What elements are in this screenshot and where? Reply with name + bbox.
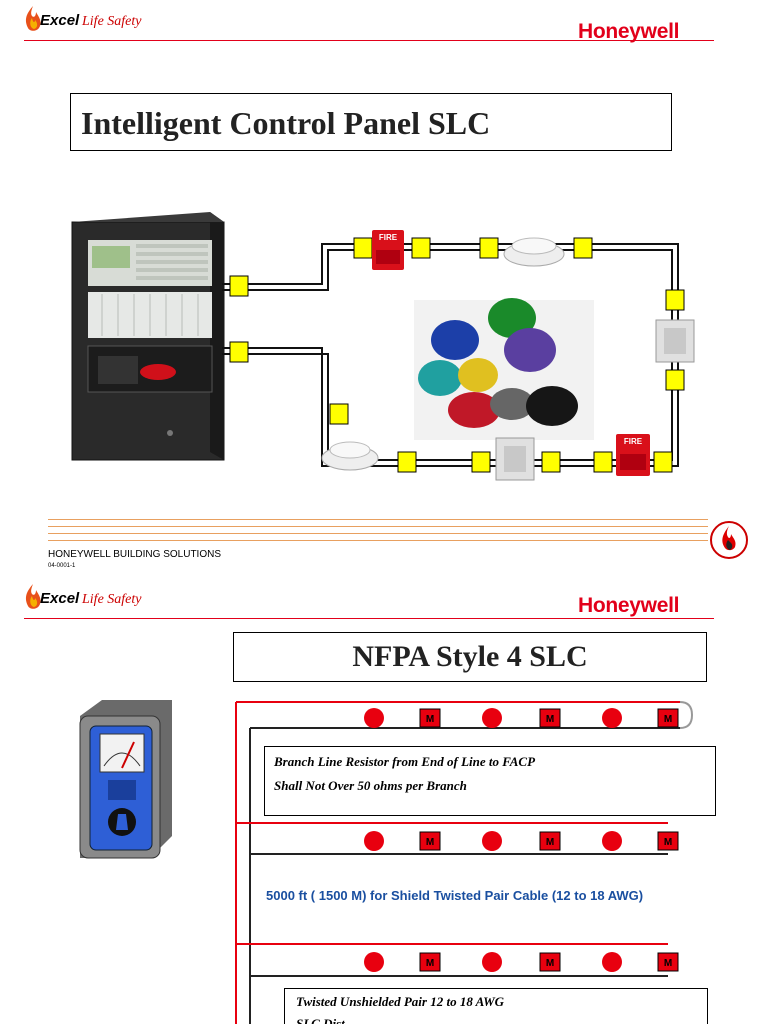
module-label: M — [426, 958, 434, 969]
footer-line-1 — [48, 519, 708, 520]
module-label: M — [664, 958, 672, 969]
smoke-detector-bottom-icon — [321, 441, 379, 471]
module-label: M — [546, 837, 554, 848]
footer-company: HONEYWELL BUILDING SOLUTIONS — [48, 549, 221, 560]
module-label: M — [426, 837, 434, 848]
smoke-detector-icon — [503, 237, 565, 267]
page-title: NFPA Style 4 SLC — [233, 632, 707, 682]
footer-line-2 — [48, 526, 708, 527]
slide-2: Excel Life Safety Honeywell NFPA Style 4… — [0, 578, 768, 1024]
excel-logo: Excel Life Safety — [20, 582, 170, 614]
monitor-module-icon — [655, 319, 695, 363]
device-row-2 — [364, 831, 679, 851]
style4-wiring-diagram: M M M M M M M M M — [235, 701, 694, 1024]
footer-line-3 — [48, 533, 708, 534]
honeywell-logo: Honeywell — [578, 594, 680, 617]
logo-excel-text: Excel — [40, 12, 80, 29]
cable-note-line-1: Twisted Unshielded Pair 12 to 18 AWG — [296, 994, 505, 1009]
flame-icon — [25, 584, 41, 609]
fire-label-top: FIRE — [379, 233, 398, 242]
slc-loop-diagram: FIRE — [71, 212, 695, 481]
distance-note: 5000 ft ( 1500 M) for Shield Twisted Pai… — [266, 888, 644, 903]
logo-excel-text: Excel — [40, 590, 80, 607]
page-title: Intelligent Control Panel SLC — [70, 93, 672, 151]
logo-life-safety-text: Life Safety — [82, 14, 142, 29]
footer-line-4 — [48, 540, 708, 541]
module-label: M — [664, 714, 672, 725]
device-row-3 — [364, 952, 679, 972]
resistor-note-line-1: Branch Line Resistor from End of Line to… — [274, 754, 536, 769]
fire-label-bottom: FIRE — [624, 437, 643, 446]
module-label: M — [664, 837, 672, 848]
resistor-note-line-2: Shall Not Over 50 ohms per Branch — [274, 778, 467, 793]
resistor-note-box — [264, 746, 716, 816]
wire-spools-image — [414, 298, 594, 440]
cable-note-line-2: SLC Dist — [296, 1016, 345, 1024]
module-label: M — [426, 714, 434, 725]
slide-1: Excel Life Safety Honeywell Intelligent … — [20, 4, 748, 569]
module-label: M — [546, 714, 554, 725]
pull-station-bottom-icon — [616, 434, 650, 476]
control-panel-image — [71, 212, 225, 461]
footer-code: 04-0001-1 — [48, 563, 76, 569]
pull-station-icon — [372, 230, 404, 270]
fire-badge-icon — [710, 521, 748, 559]
device-row-1 — [364, 708, 679, 728]
module-label: M — [546, 958, 554, 969]
cable-note-box — [284, 988, 708, 1024]
honeywell-logo: Honeywell — [578, 20, 680, 43]
excel-logo: Excel Life Safety — [20, 4, 170, 36]
logo-life-safety-text: Life Safety — [82, 592, 142, 607]
header-rule — [24, 40, 714, 41]
flame-icon — [25, 6, 41, 31]
meter-icon — [79, 700, 172, 859]
header-rule — [24, 618, 714, 619]
monitor-module-bottom-icon — [495, 437, 535, 481]
